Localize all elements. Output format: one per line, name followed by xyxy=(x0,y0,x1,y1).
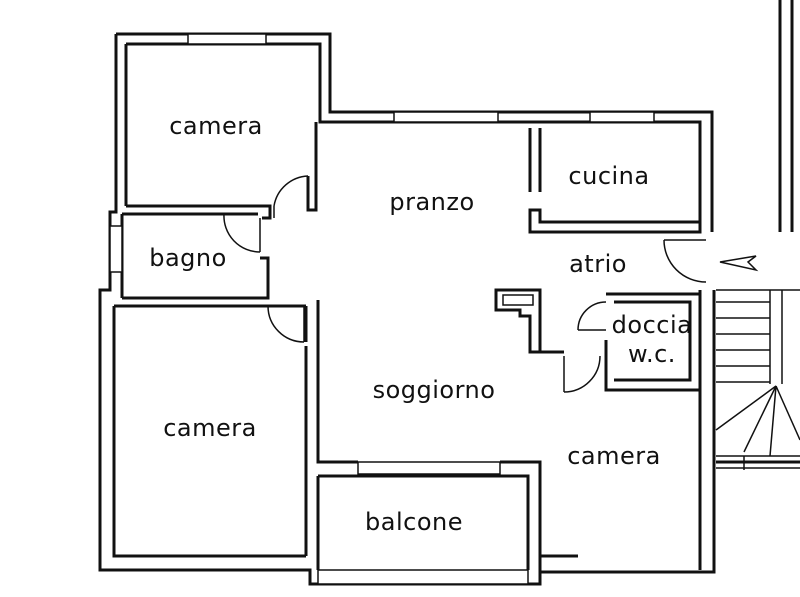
label-camera-bottom-left: camera xyxy=(163,414,257,442)
label-camera-bottom-right: camera xyxy=(567,442,661,470)
doors xyxy=(223,175,707,393)
room-labels: camera bagno camera pranzo cucina atrio … xyxy=(149,112,692,536)
label-balcone: balcone xyxy=(365,508,463,536)
stairs xyxy=(715,289,800,470)
label-camera-top-left: camera xyxy=(169,112,263,140)
window-balcone-bottom xyxy=(317,569,529,585)
window-balcone-top xyxy=(357,461,501,475)
entrance-arrow-icon xyxy=(719,255,759,272)
interior-walls xyxy=(114,122,702,572)
window-top-left xyxy=(187,33,267,45)
label-atrio: atrio xyxy=(569,250,627,278)
label-soggiorno: soggiorno xyxy=(373,376,496,404)
windows xyxy=(109,33,655,585)
window-bagno xyxy=(109,225,123,273)
label-wc: w.c. xyxy=(628,340,676,368)
label-cucina: cucina xyxy=(568,162,649,190)
label-pranzo: pranzo xyxy=(389,188,474,216)
window-pranzo xyxy=(393,111,499,123)
label-bagno: bagno xyxy=(149,244,227,272)
window-cucina xyxy=(589,111,655,123)
label-doccia: doccia xyxy=(612,311,693,339)
outer-walls xyxy=(98,0,794,586)
